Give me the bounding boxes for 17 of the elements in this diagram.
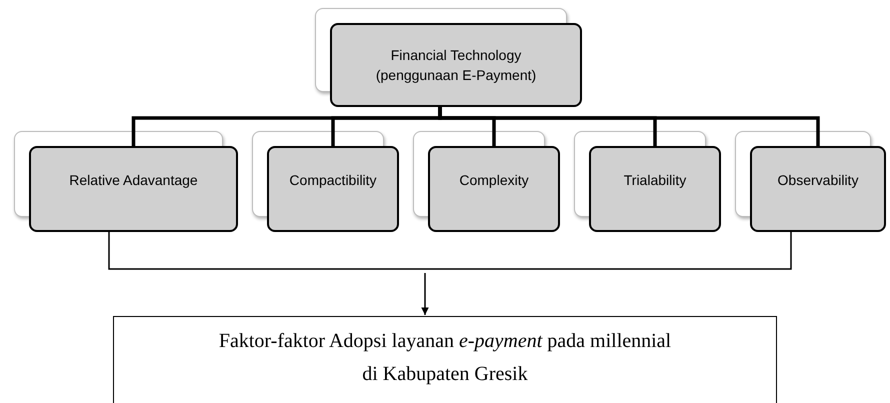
box-label: Observability: [776, 171, 860, 190]
box-label: Relative Adavantage: [68, 171, 199, 190]
result-box: [113, 316, 777, 403]
box-label: Compactibility: [288, 171, 378, 190]
factor-box: [267, 146, 399, 232]
box-label: Trialability: [622, 171, 688, 190]
factor-box: [589, 146, 721, 232]
box-label: Complexity: [458, 171, 530, 190]
arrow: [421, 273, 429, 315]
factor-box: [428, 146, 560, 232]
factor-box: [330, 23, 582, 107]
connector-line: [438, 107, 820, 146]
result-text: Faktor-faktor Adopsi layanan e-payment pada millennial di Kabupaten Gresik: [218, 329, 672, 387]
factor-box: [29, 146, 238, 232]
box-label: Financial Technology (penggunaan E-Payment): [374, 46, 538, 85]
connector-line: [108, 232, 792, 270]
factor-box: [750, 146, 886, 232]
